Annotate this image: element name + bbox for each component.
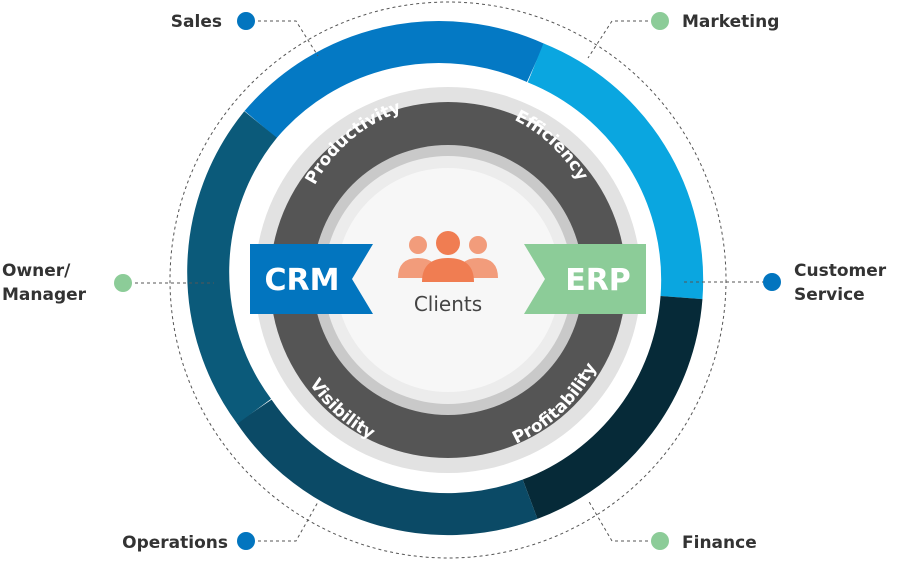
owner-label-line2: Manager <box>2 285 87 305</box>
marketing-label: Marketing <box>682 12 779 32</box>
sales-dot <box>237 12 255 30</box>
people-group-icon <box>398 231 498 282</box>
crm-banner: CRM <box>250 244 373 314</box>
customer-service-dot <box>763 273 781 291</box>
operations-label: Operations <box>122 533 228 553</box>
marketing-dot <box>651 12 669 30</box>
finance-label: Finance <box>682 533 757 553</box>
customer-service-label-line2: Service <box>794 285 865 305</box>
ring-segment-marketing <box>527 43 704 300</box>
owner-dot <box>114 274 132 292</box>
ring-segment-operations <box>187 111 278 424</box>
owner-label-line1: Owner/ <box>2 261 71 281</box>
erp-label: ERP <box>565 263 631 298</box>
crm-label: CRM <box>265 263 340 298</box>
ring-segment-finance <box>236 399 538 536</box>
ring-segment-sales <box>244 21 545 139</box>
erp-banner: ERP <box>524 244 646 314</box>
connectors <box>123 20 772 542</box>
outer-ring <box>187 21 704 536</box>
finance-dot <box>651 532 669 550</box>
outer-dashed-circle <box>169 1 727 559</box>
sales-label: Sales <box>171 12 222 32</box>
customer-service-label-line1: Customer <box>794 261 887 281</box>
operations-dot <box>237 532 255 550</box>
center-label: Clients <box>414 292 482 316</box>
ring-segment-customer-service <box>522 295 703 519</box>
